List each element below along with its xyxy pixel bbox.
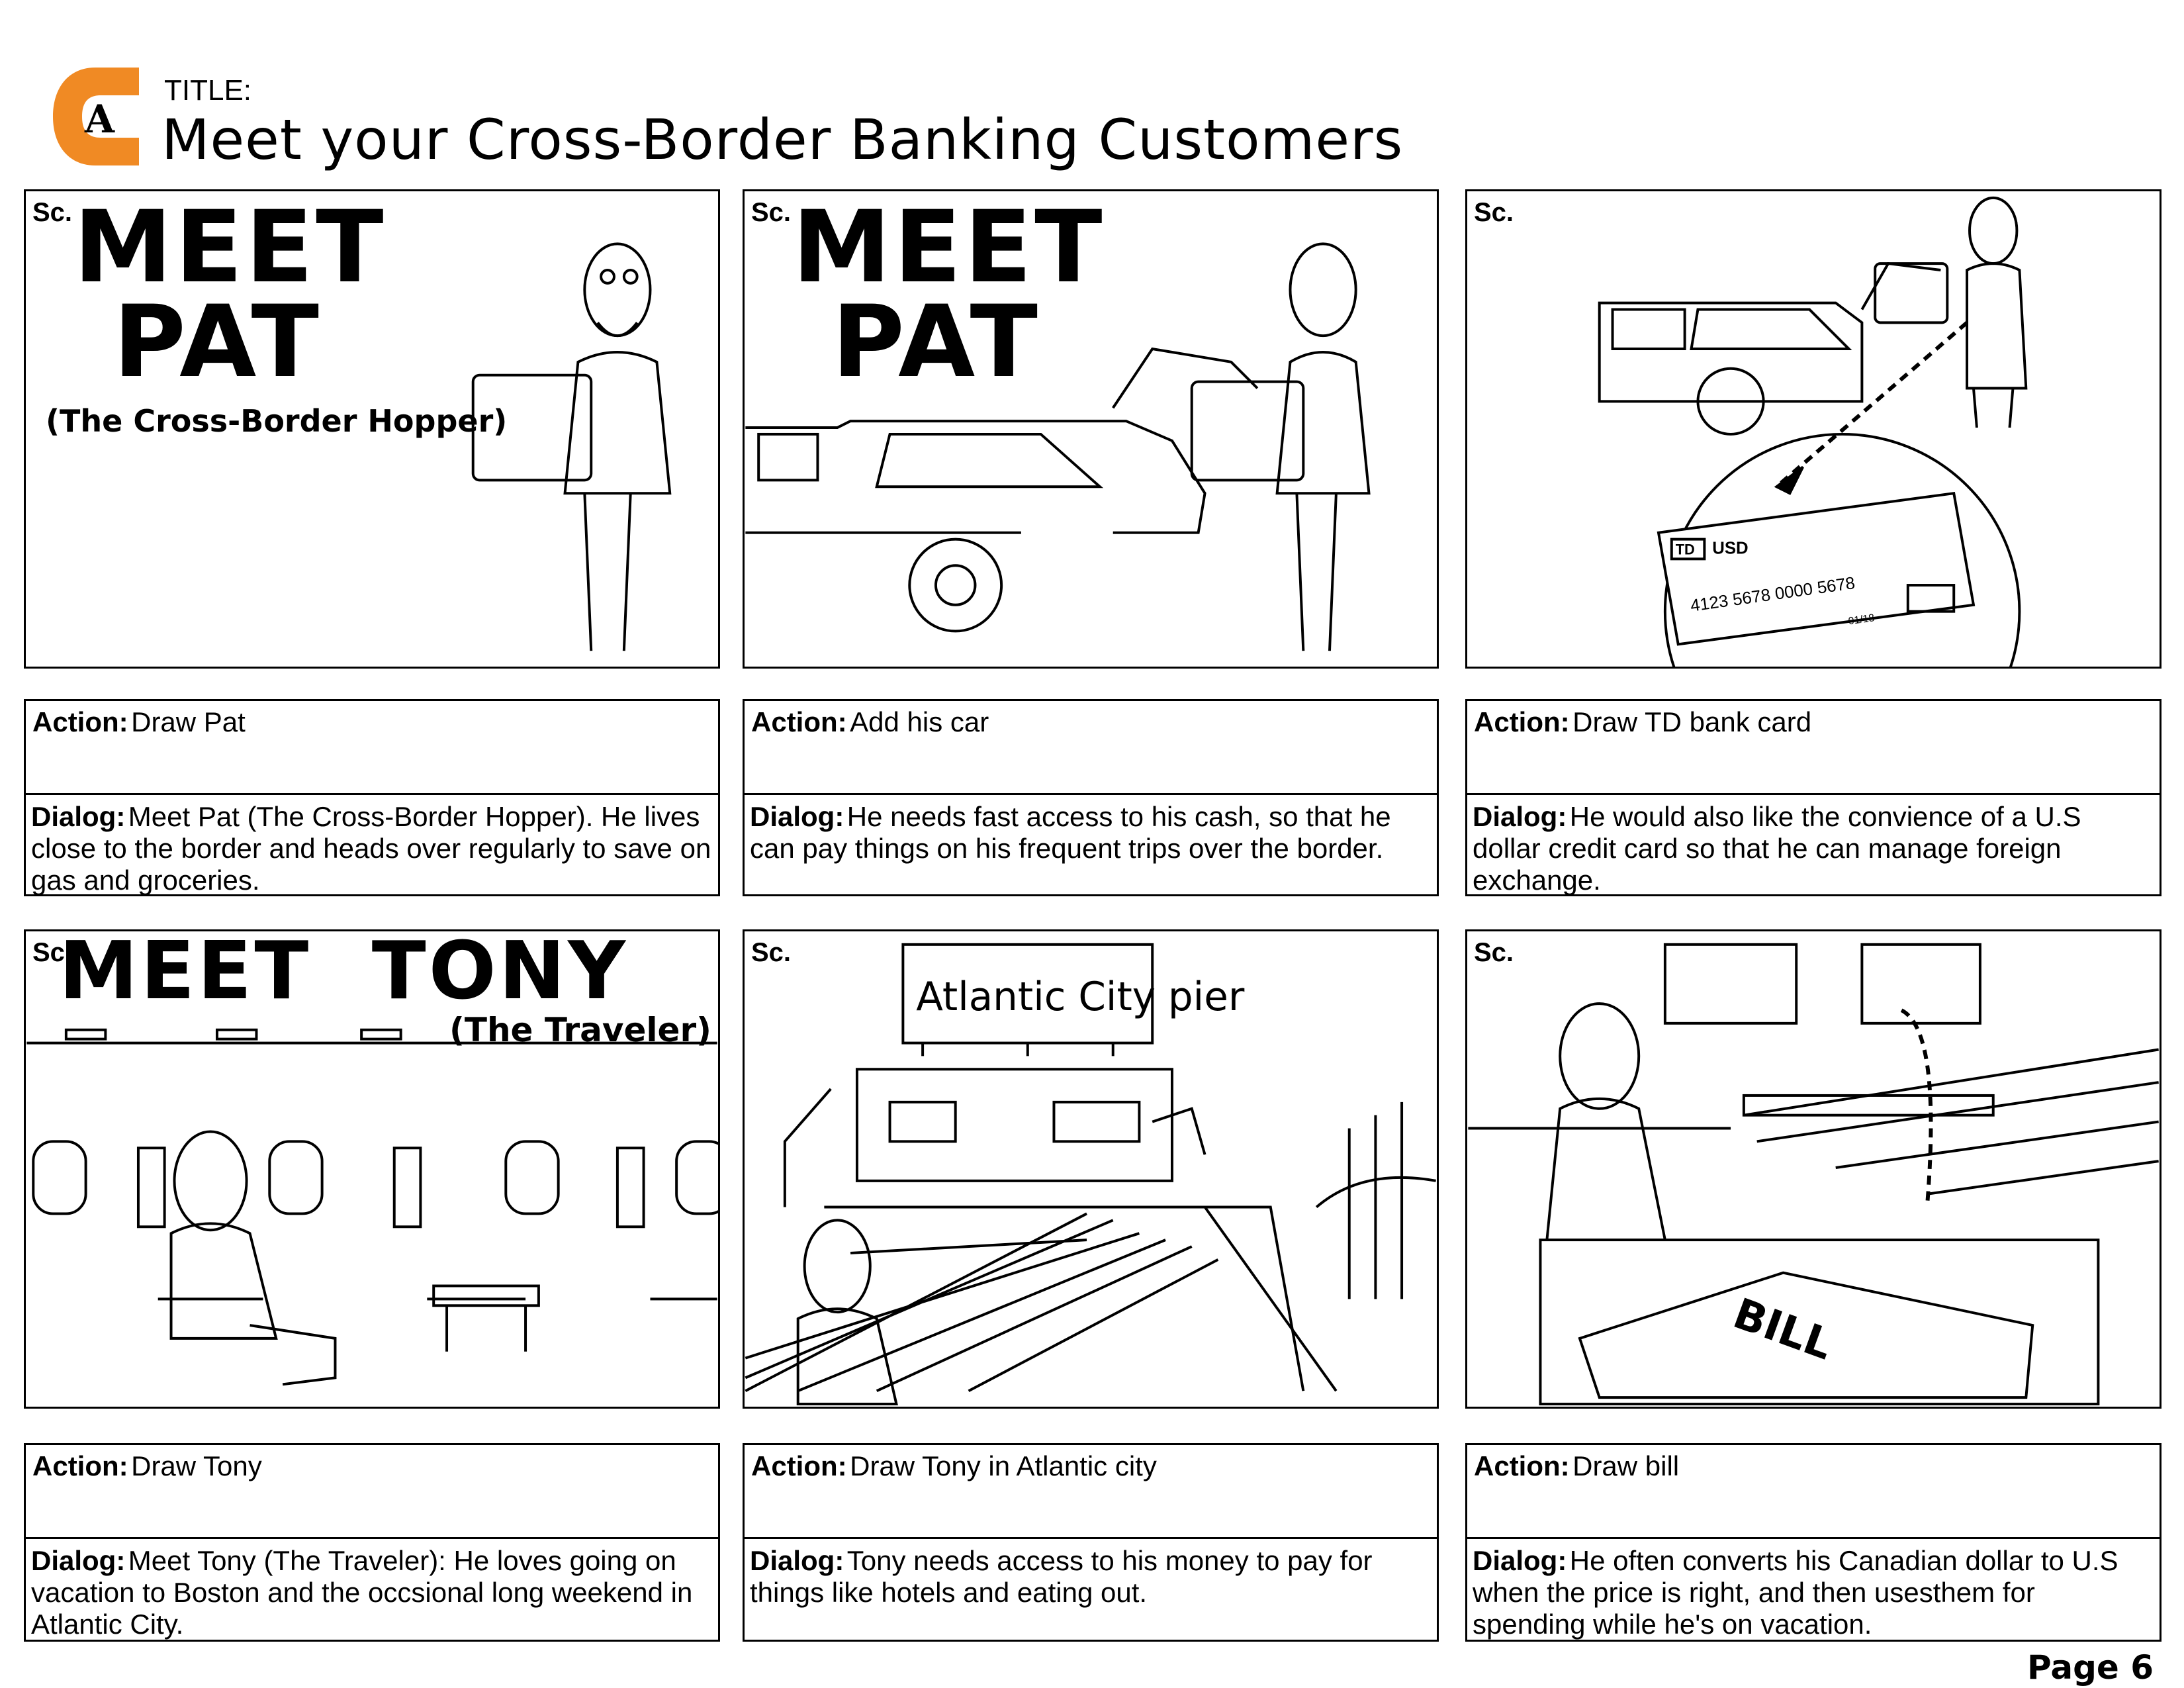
scene-headline: MEET TONY xyxy=(59,929,628,1017)
dialog-row: Dialog: Tony needs access to his money t… xyxy=(745,1541,1437,1640)
dialog-text: He would also like the convience of a U.… xyxy=(1473,801,2081,896)
dialog-label: Dialog: xyxy=(31,1545,126,1576)
scene-panel-1: Sc. MEET PAT (The Cross-Border Hopper) xyxy=(24,189,720,669)
dialog-label: Dialog: xyxy=(31,801,126,832)
pat-illustration xyxy=(471,242,672,651)
action-label: Action: xyxy=(1474,706,1570,737)
scene-panel-3: Sc. TD USD 4123 5678 0000 5678 01/18 xyxy=(1465,189,2161,669)
scene-subtitle: (The Traveler) xyxy=(449,1011,711,1049)
atlantic-city-illustration: Atlantic City pier xyxy=(745,943,1436,1406)
scene-panel-2: Sc. MEET PAT xyxy=(743,189,1439,669)
action-text: Draw bill xyxy=(1572,1450,1680,1481)
dialog-text: He needs fast access to his cash, so tha… xyxy=(750,801,1391,864)
action-label: Action: xyxy=(751,1450,847,1481)
dialog-row: Dialog: He needs fast access to his cash… xyxy=(745,797,1437,894)
dialog-text: He often converts his Canadian dollar to… xyxy=(1473,1545,2118,1640)
dialog-label: Dialog: xyxy=(1473,1545,1567,1576)
pier-sign: Atlantic City pier xyxy=(916,974,1245,1020)
page-title: Meet your Cross-Border Banking Customers xyxy=(161,107,1404,172)
scene-headline: MEET PAT xyxy=(73,190,387,400)
scene-panel-4: Sc. MEET TONY (The Traveler) xyxy=(24,929,720,1409)
logo-letter: A xyxy=(84,97,115,142)
bank-card-illustration: TD USD 4123 5678 0000 5678 01/18 xyxy=(1598,196,2028,667)
dialog-text: Meet Tony (The Traveler): He loves going… xyxy=(31,1545,693,1640)
card-currency: USD xyxy=(1712,539,1748,557)
dialog-label: Dialog: xyxy=(1473,801,1567,832)
dialog-row: Dialog: He would also like the convience… xyxy=(1467,797,2160,896)
action-row: Action: Draw bill xyxy=(1467,1445,2160,1539)
dialog-row: Dialog: Meet Pat (The Cross-Border Hoppe… xyxy=(26,797,718,896)
dialog-text: Tony needs access to his money to pay fo… xyxy=(750,1545,1373,1608)
scene-notes-1: Action: Draw Pat Dialog: Meet Pat (The C… xyxy=(24,699,720,896)
scene-notes-4: Action: Draw Tony Dialog: Meet Tony (The… xyxy=(24,1443,720,1642)
action-label: Action: xyxy=(1474,1450,1570,1481)
action-text: Draw TD bank card xyxy=(1572,706,1812,737)
scene-headline: MEET PAT xyxy=(792,190,1105,400)
scene-label: Sc. xyxy=(751,938,792,967)
headline-line-1: MEET xyxy=(73,190,387,305)
scene-label: Sc. xyxy=(32,938,73,967)
scene-panel-6: Sc. BILL xyxy=(1465,929,2161,1409)
action-label: Action: xyxy=(751,706,847,737)
action-label: Action: xyxy=(32,706,128,737)
headline-line-2: PAT xyxy=(113,284,322,400)
action-row: Action: Draw TD bank card xyxy=(1467,701,2160,795)
action-text: Add his car xyxy=(850,706,989,737)
title-label: TITLE: xyxy=(164,74,252,107)
scene-notes-3: Action: Draw TD bank card Dialog: He wou… xyxy=(1465,699,2161,896)
scene-label: Sc. xyxy=(1474,938,1514,967)
action-text: Draw Tony xyxy=(131,1450,262,1481)
dialog-row: Dialog: He often converts his Canadian d… xyxy=(1467,1541,2160,1640)
bill-illustration: BILL xyxy=(1468,943,2159,1406)
card-bank: TD xyxy=(1676,541,1695,557)
dialog-label: Dialog: xyxy=(750,801,844,832)
scene-notes-2: Action: Add his car Dialog: He needs fas… xyxy=(743,699,1439,896)
dialog-row: Dialog: Meet Tony (The Traveler): He lov… xyxy=(26,1541,718,1640)
scene-subtitle: (The Cross-Border Hopper) xyxy=(46,403,508,439)
action-row: Action: Add his car xyxy=(745,701,1437,795)
scene-notes-5: Action: Draw Tony in Atlantic city Dialo… xyxy=(743,1443,1439,1642)
action-row: Action: Draw Tony in Atlantic city xyxy=(745,1445,1437,1539)
scene-label: Sc. xyxy=(32,198,73,227)
dialog-text: Meet Pat (The Cross-Border Hopper). He l… xyxy=(31,801,711,896)
pat-with-car-illustration xyxy=(745,242,1371,651)
scene-notes-6: Action: Draw bill Dialog: He often conve… xyxy=(1465,1443,2161,1642)
dialog-label: Dialog: xyxy=(750,1545,844,1576)
headline-line-1: MEET xyxy=(792,190,1105,305)
headline-line-2: PAT xyxy=(832,284,1040,400)
company-logo: A xyxy=(49,64,142,169)
scene-label: Sc. xyxy=(1474,198,1514,227)
card-expiry: 01/18 xyxy=(1848,612,1876,627)
tony-airplane-illustration xyxy=(26,1028,718,1386)
scene-label: Sc. xyxy=(751,198,792,227)
scene-panel-5: Sc. Atlantic City pier xyxy=(743,929,1439,1409)
action-text: Draw Pat xyxy=(131,706,246,737)
action-row: Action: Draw Pat xyxy=(26,701,718,795)
action-row: Action: Draw Tony xyxy=(26,1445,718,1539)
action-label: Action: xyxy=(32,1450,128,1481)
page-number: Page 6 xyxy=(2027,1648,2154,1687)
action-text: Draw Tony in Atlantic city xyxy=(850,1450,1157,1481)
